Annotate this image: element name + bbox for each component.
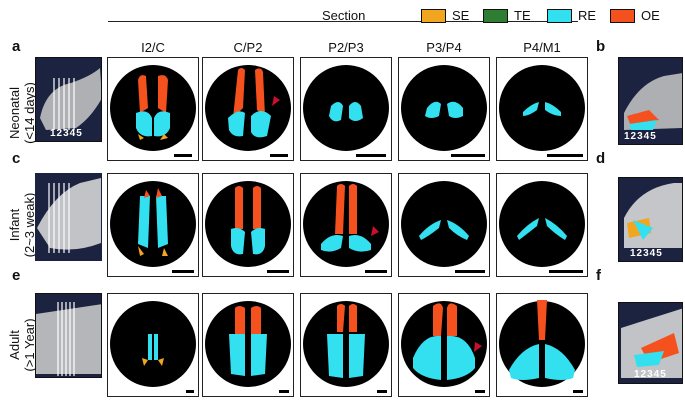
row-label-adult-line1: Adult — [7, 330, 22, 360]
section-cell-infant-p4-m1 — [496, 173, 588, 277]
scale-bar — [270, 154, 288, 157]
column-header-p3-p4: P3/P4 — [426, 40, 462, 55]
skull-lateral-thumb-infant — [35, 173, 102, 261]
panel-letter-e: e — [12, 267, 21, 284]
panel-letter-b: b — [596, 38, 606, 55]
section-image-adult-c-p2 — [205, 301, 291, 387]
section-numbers-f: 12345 — [634, 369, 667, 380]
section-cell-infant-p3-p4 — [398, 173, 490, 277]
section-cell-adult-c-p2 — [202, 293, 294, 397]
legend-label-re: RE — [578, 8, 597, 23]
legend-swatch-oe — [610, 9, 635, 23]
section-cell-neonatal-p4-m1 — [496, 57, 588, 161]
section-image-adult-p4-m1 — [499, 300, 585, 387]
column-header-p2-p3: P2/P3 — [328, 40, 364, 55]
scale-bar — [455, 270, 485, 273]
scale-bar — [365, 270, 387, 273]
skull-3d-thumb-adult: 12345 — [618, 302, 683, 384]
section-header: Section — [322, 8, 366, 23]
row-label-infant-line1: Infant — [7, 208, 22, 242]
skull-lateral-image-neonatal — [40, 68, 101, 130]
section-cell-adult-i2-c — [107, 293, 199, 397]
section-image-neonatal-c-p2 — [205, 65, 291, 151]
section-cell-adult-p4-m1 — [496, 293, 588, 397]
section-cell-adult-p2-p3 — [300, 293, 392, 397]
column-header-c-p2: C/P2 — [233, 40, 263, 55]
section-image-adult-i2-c — [110, 301, 196, 387]
skull-3d-image-adult — [621, 308, 682, 378]
column-header-i2-c: I2/C — [141, 40, 165, 55]
section-cell-neonatal-c-p2 — [202, 57, 294, 161]
panel-letter-a: a — [12, 38, 21, 55]
scale-bar — [547, 154, 583, 157]
scale-bar — [174, 154, 192, 157]
row-label-neonatal: Neonatal (<14 days) — [7, 58, 37, 168]
section-cell-infant-c-p2 — [202, 173, 294, 277]
section-cell-infant-i2-c — [107, 173, 199, 277]
section-image-infant-c-p2 — [205, 181, 291, 267]
scale-bar — [377, 390, 387, 393]
section-image-neonatal-p2-p3 — [303, 65, 389, 151]
legend-swatch-re — [547, 9, 572, 23]
scale-bar — [451, 154, 485, 157]
row-label-adult: Adult (>1 Year) — [7, 290, 37, 400]
scale-bar — [172, 270, 194, 273]
section-cell-neonatal-i2-c — [107, 57, 199, 161]
column-header-p4-m1: P4/M1 — [523, 40, 561, 55]
skull-lateral-thumb-adult — [35, 293, 102, 378]
skull-3d-thumb-neonatal: 12345 — [618, 57, 683, 145]
section-image-infant-i2-c — [110, 181, 196, 267]
skull-3d-image-neonatal — [624, 73, 682, 130]
scale-bar — [267, 270, 289, 273]
scale-bar — [573, 390, 583, 393]
legend-swatch-se — [421, 9, 446, 23]
section-image-adult-p3-p4 — [401, 301, 487, 387]
legend-swatch-te — [483, 9, 508, 23]
section-numbers-b: 12345 — [624, 131, 657, 142]
skull-3d-image-infant — [624, 183, 682, 248]
skull-lateral-thumb-neonatal: 12345 — [35, 57, 102, 142]
section-cell-infant-p2-p3 — [300, 173, 392, 277]
legend-label-se: SE — [452, 8, 470, 23]
section-image-neonatal-p4-m1 — [499, 65, 585, 151]
section-image-infant-p2-p3 — [303, 181, 389, 267]
section-image-neonatal-i2-c — [110, 65, 196, 151]
legend-label-oe: OE — [641, 8, 660, 23]
section-image-neonatal-p3-p4 — [401, 65, 487, 151]
section-numbers-neonatal: 12345 — [50, 128, 83, 139]
section-image-infant-p3-p4 — [401, 181, 487, 267]
panel-letter-f: f — [596, 267, 601, 284]
panel-letter-d: d — [596, 150, 606, 167]
section-image-adult-p2-p3 — [303, 301, 389, 387]
row-label-neonatal-line1: Neonatal — [7, 86, 22, 140]
scale-bar — [549, 270, 583, 273]
panel-letter-c: c — [12, 150, 21, 167]
section-image-infant-p4-m1 — [499, 181, 585, 267]
scale-bar — [475, 390, 485, 393]
section-rule — [108, 21, 578, 22]
skull-3d-thumb-infant: 12345 — [618, 177, 683, 262]
row-label-infant: Infant (2~3 weak) — [7, 170, 37, 280]
section-numbers-d: 12345 — [630, 248, 663, 259]
section-cell-adult-p3-p4 — [398, 293, 490, 397]
scale-bar — [279, 390, 289, 393]
skull-lateral-image-infant — [35, 173, 102, 261]
scale-bar — [186, 390, 194, 393]
skull-lateral-image-adult — [36, 302, 101, 376]
scale-bar — [356, 154, 386, 157]
section-cell-neonatal-p2-p3 — [300, 57, 392, 161]
section-cell-neonatal-p3-p4 — [398, 57, 490, 161]
legend-label-te: TE — [514, 8, 531, 23]
